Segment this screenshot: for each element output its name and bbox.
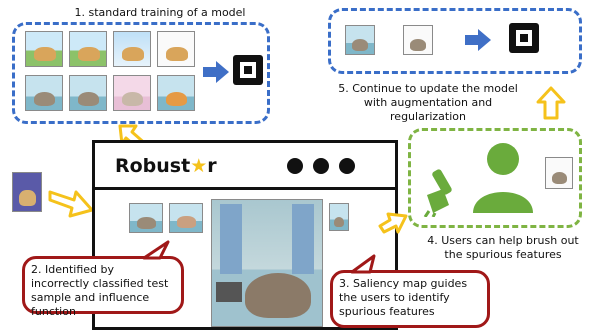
update-panel [328,8,582,74]
app-header: Robust★r [95,143,395,190]
brush-icon [423,169,452,217]
training-panel [12,22,270,124]
star-icon: ★ [190,155,208,177]
window-curtain [292,204,314,274]
training-image-cat-3 [113,75,151,111]
test-image-2 [169,203,203,233]
saliency-main-image[interactable] [211,199,323,327]
app-logo-text-1: Robust [115,155,191,177]
television [216,282,242,302]
user-icon [473,143,533,213]
step2-callout: 2. Identified by incorrectly classified … [22,256,184,318]
blue-right-arrow-icon [465,29,491,51]
callout-tail [350,254,376,274]
step3-label: 3. Saliency map guides the users to iden… [339,277,468,318]
window-dot [287,158,303,174]
input-image-puppy [12,172,42,212]
yellow-arrow-icon [536,86,566,120]
brushed-image-cat [545,157,573,189]
training-image-dog-2 [69,31,107,67]
robustar-app-window: Robust★r [92,140,398,330]
window-dot [339,158,355,174]
step3-callout: 3. Saliency map guides the users to iden… [330,270,490,328]
app-logo: Robust★r [115,155,217,177]
yellow-arrow-icon [48,190,94,218]
window-curtain [220,204,242,274]
augmented-image-cat [403,25,433,55]
step1-label: 1. standard training of a model [74,6,246,19]
chip-icon [233,55,263,85]
test-image-1 [129,203,163,233]
training-image-cat-2 [69,75,107,111]
step2-label: 2. Identified by incorrectly classified … [31,263,169,318]
training-image-dog-1 [25,31,63,67]
training-image-cat-4 [157,75,195,111]
chip-icon [509,23,539,53]
blue-right-arrow-icon [203,61,229,83]
step5-label: 5. Continue to update the model with aug… [338,82,518,123]
training-image-dog-4 [157,31,195,67]
app-logo-text-2: r [207,155,217,177]
yellow-arrow-icon [378,212,408,234]
user-brush-panel [408,128,582,228]
training-image-cat-1 [25,75,63,111]
original-image-cat [345,25,375,55]
window-dot [313,158,329,174]
cat-figure [245,273,311,319]
callout-tail [142,240,170,260]
training-image-dog-3 [113,31,151,67]
step4-label: 4. Users can help brush out the spurious… [427,234,579,261]
result-image [329,203,349,231]
